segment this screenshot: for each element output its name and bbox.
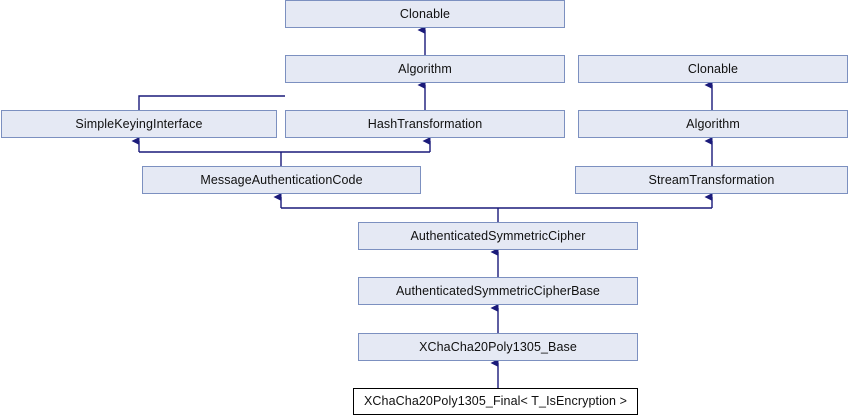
node-clonable-right[interactable]: Clonable	[578, 55, 848, 83]
edge-simplekeying-to-algorithm	[138, 95, 285, 110]
node-label: StreamTransformation	[648, 172, 775, 187]
node-label: MessageAuthenticationCode	[200, 172, 363, 187]
node-xchacha20poly1305-final[interactable]: XChaCha20Poly1305_Final< T_IsEncryption …	[353, 388, 638, 415]
node-label: AuthenticatedSymmetricCipherBase	[396, 283, 600, 298]
node-hash-transformation[interactable]: HashTransformation	[285, 110, 565, 138]
node-message-authentication-code[interactable]: MessageAuthenticationCode	[142, 166, 421, 194]
node-label: Clonable	[687, 61, 739, 76]
node-authenticated-symmetric-cipher-base[interactable]: AuthenticatedSymmetricCipherBase	[358, 277, 638, 305]
node-label: XChaCha20Poly1305_Final< T_IsEncryption …	[363, 394, 628, 409]
node-label: Algorithm	[686, 116, 740, 131]
node-algorithm-right[interactable]: Algorithm	[578, 110, 848, 138]
node-label: AuthenticatedSymmetricCipher	[410, 228, 586, 243]
node-label: SimpleKeyingInterface	[75, 116, 203, 131]
node-label: XChaCha20Poly1305_Base	[419, 339, 577, 354]
node-label: Algorithm	[398, 61, 452, 76]
node-algorithm-left[interactable]: Algorithm	[285, 55, 565, 83]
node-authenticated-symmetric-cipher[interactable]: AuthenticatedSymmetricCipher	[358, 222, 638, 250]
node-xchacha20poly1305-base[interactable]: XChaCha20Poly1305_Base	[358, 333, 638, 361]
node-clonable-top[interactable]: Clonable	[285, 0, 565, 28]
node-stream-transformation[interactable]: StreamTransformation	[575, 166, 848, 194]
node-simple-keying-interface[interactable]: SimpleKeyingInterface	[1, 110, 277, 138]
node-label: HashTransformation	[367, 116, 483, 131]
node-label: Clonable	[399, 6, 451, 21]
